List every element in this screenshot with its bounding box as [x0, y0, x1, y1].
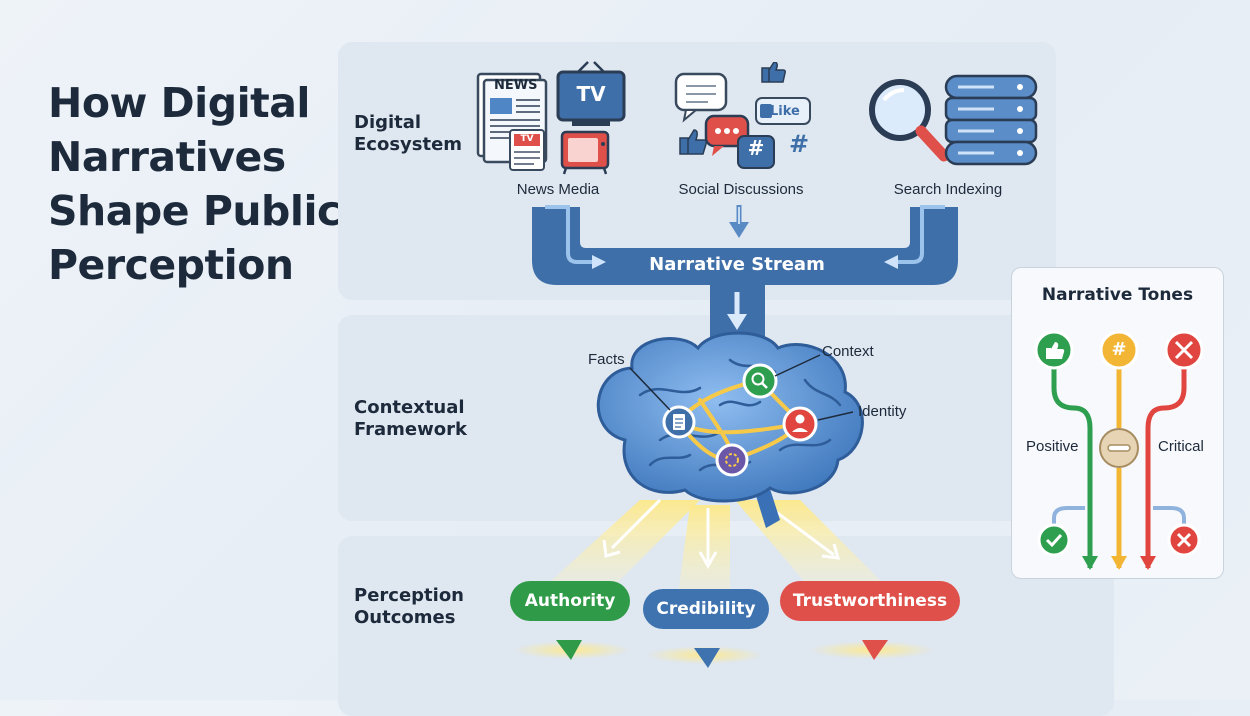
narrative-stream-label: Narrative Stream — [649, 254, 825, 275]
search-indexing-icon — [869, 74, 1038, 166]
neutral-tone-symbol: # — [1111, 339, 1127, 360]
neutral-tone-icon — [1099, 330, 1139, 370]
authority-outcome-bubble: Authority — [510, 581, 630, 621]
tone-lines-diagram — [1034, 330, 1204, 570]
tv-small-sign: TV — [520, 134, 534, 144]
context-leader-line — [774, 354, 821, 377]
facts-annotation: Facts — [588, 351, 625, 368]
news-media-icon — [476, 61, 626, 175]
context-node-icon — [742, 363, 778, 399]
social-discussions-icon — [674, 62, 811, 169]
tv-sign: TV — [576, 82, 606, 106]
stage-label-framework: Contextual Framework — [354, 397, 467, 440]
search-indexing-label: Search Indexing — [893, 181, 1003, 198]
narrative-flow-diagram — [514, 205, 958, 668]
core-node-icon — [715, 443, 749, 477]
social-discussions-label: Social Discussions — [678, 181, 804, 198]
critical-tone-label: Critical — [1158, 438, 1204, 455]
identity-annotation: Identity — [858, 403, 907, 420]
outcome-beams — [514, 498, 934, 664]
narrative-tones-panel: Narrative Tones # Positive Critical — [1011, 267, 1224, 579]
news-sign: NEWS — [494, 78, 538, 93]
identity-leader-line — [817, 411, 854, 421]
facts-leader-line — [629, 367, 671, 411]
trustworthiness-outcome-bubble: Trustworthiness — [780, 581, 960, 621]
positive-tone-label: Positive — [1026, 438, 1079, 455]
context-annotation: Context — [822, 343, 874, 360]
hash-tag: # — [788, 130, 810, 158]
narrative-tones-title: Narrative Tones — [1041, 285, 1194, 305]
identity-node-icon — [782, 406, 818, 442]
brain-illustration — [596, 331, 864, 528]
stage-label-outcomes: Perception Outcomes — [354, 585, 464, 628]
page-title: How Digital Narratives Shape Public Perc… — [48, 79, 341, 289]
hash-tag-in-bubble: # — [747, 136, 765, 160]
positive-result-check-icon — [1037, 523, 1071, 557]
like-tag: Like — [770, 104, 800, 119]
stage-label-ecosystem: Digital Ecosystem — [354, 112, 463, 155]
news-media-label: News Media — [516, 181, 600, 198]
narrative-stream-arrows — [532, 205, 958, 337]
credibility-outcome-bubble: Credibility — [643, 589, 769, 629]
